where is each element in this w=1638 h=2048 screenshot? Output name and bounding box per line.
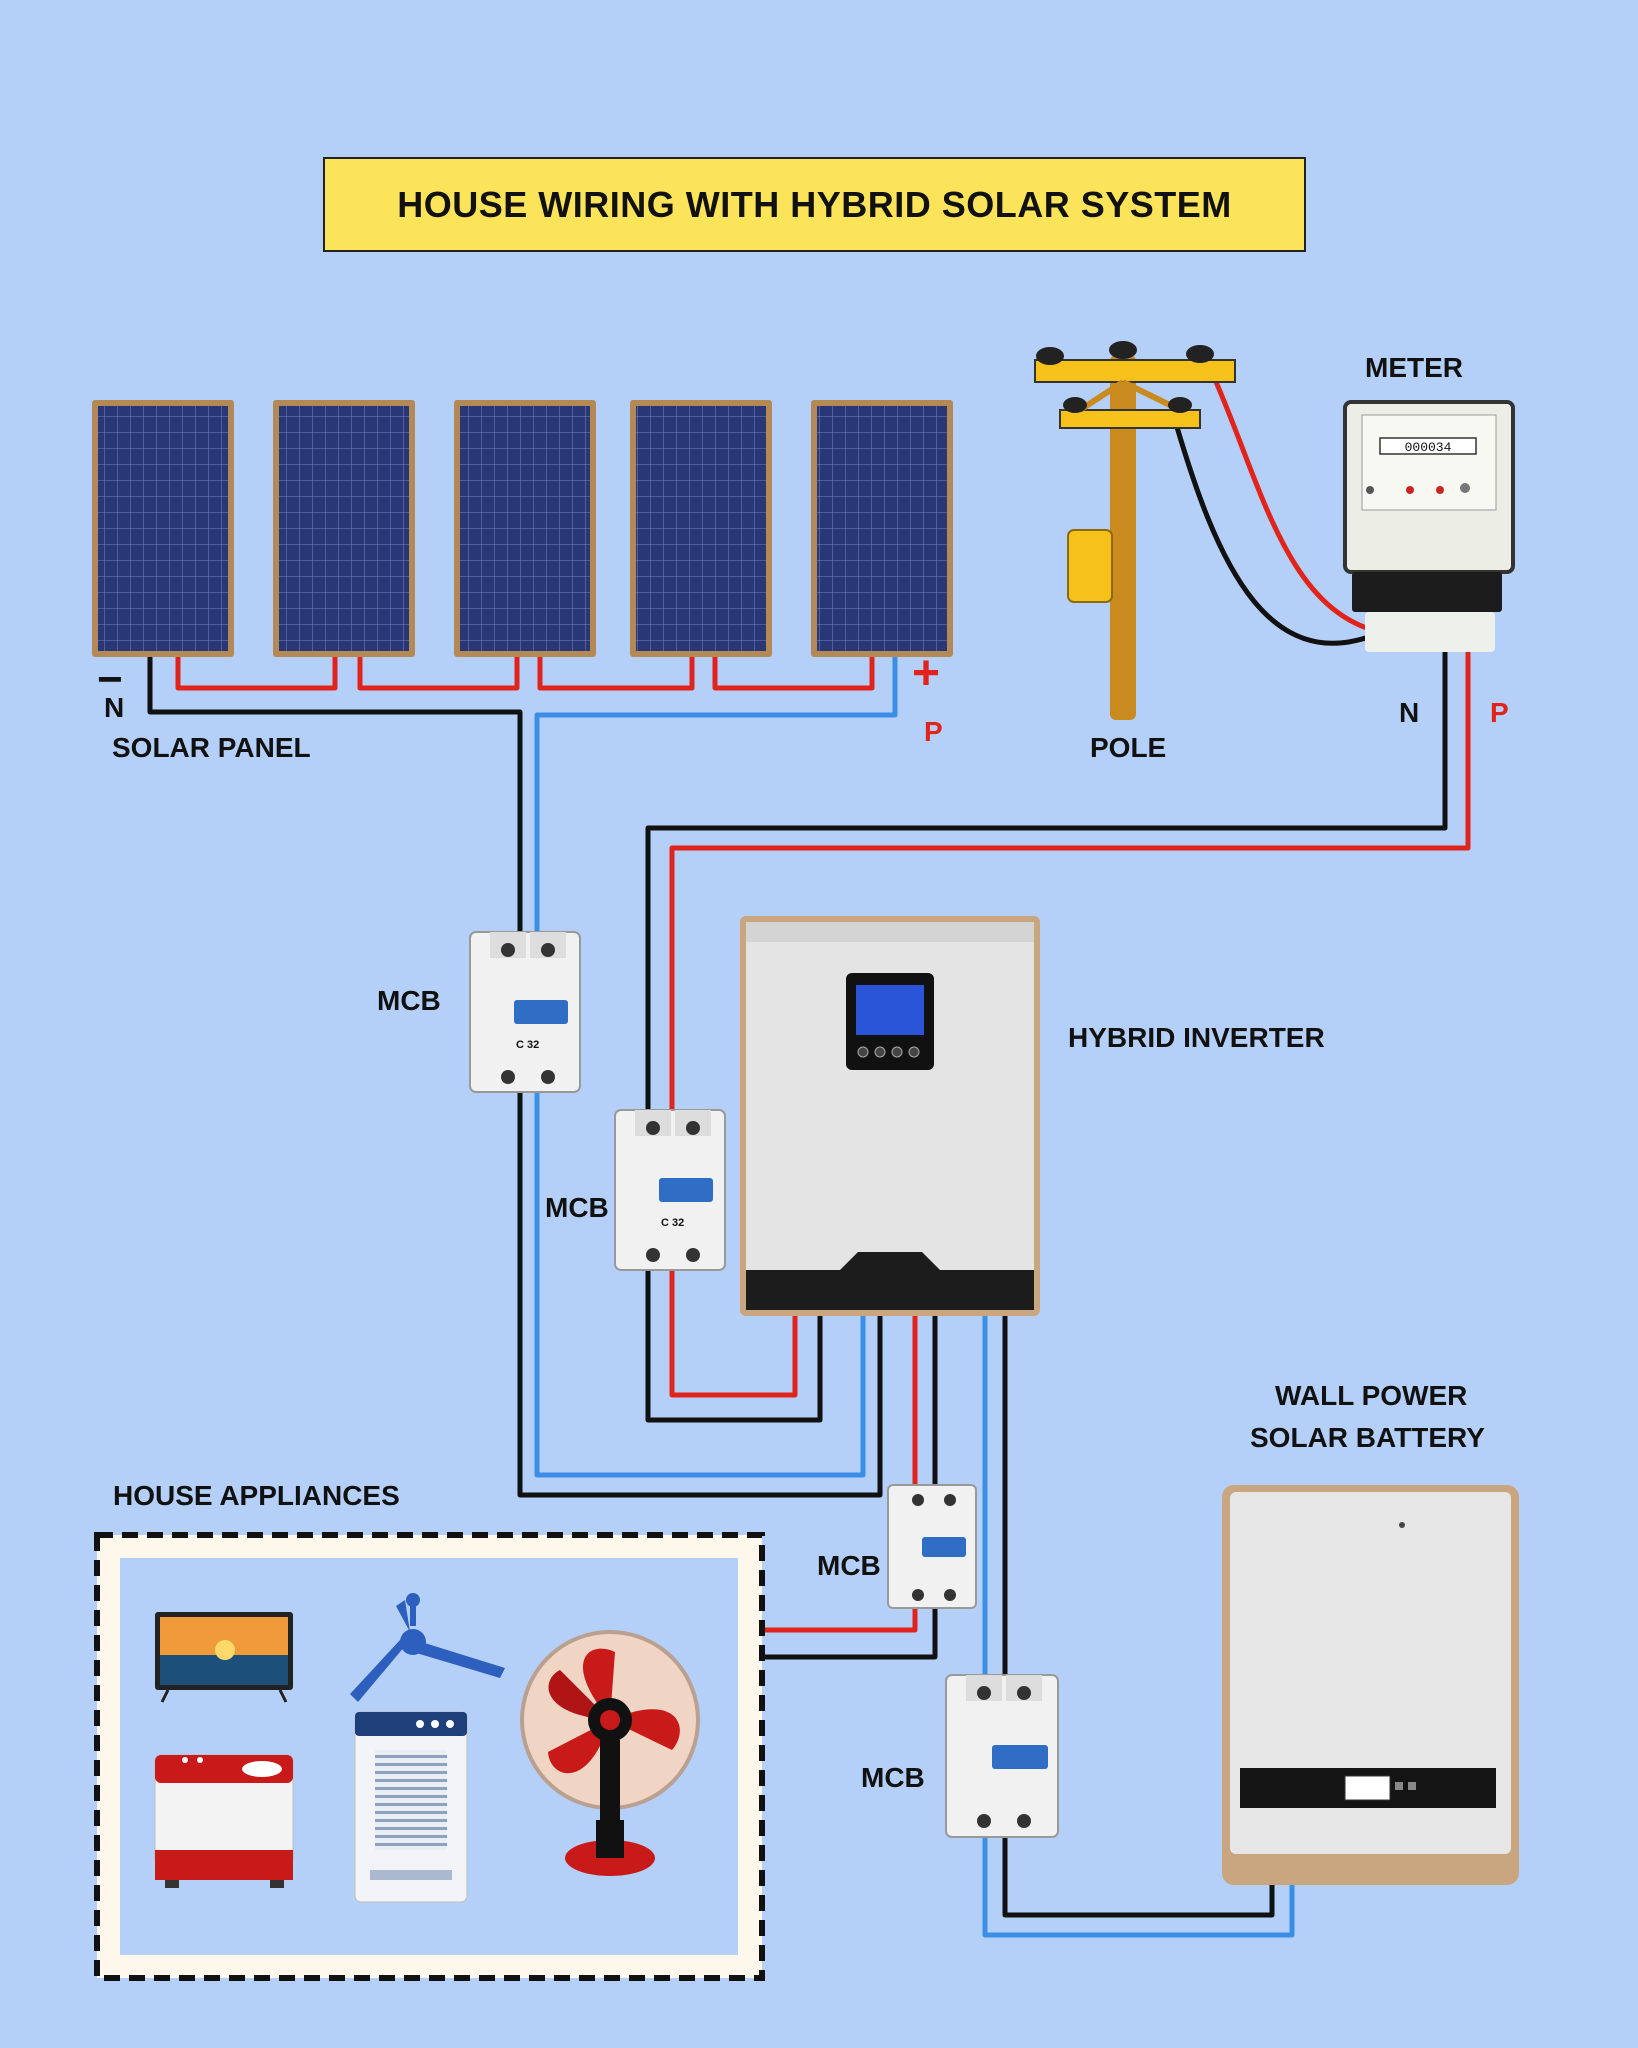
wall-battery: [1222, 1485, 1519, 1885]
panel-negative-wire: [147, 655, 883, 1498]
svg-text:C 32: C 32: [661, 1217, 684, 1229]
panel-negative-sign: −: [97, 655, 123, 704]
ceiling-fan-icon: [350, 1593, 505, 1702]
mcb-label-3: MCB: [817, 1550, 881, 1581]
load-phase-wire: [763, 1312, 918, 1633]
svg-text:000034: 000034: [1405, 440, 1452, 455]
house-appliances-label: HOUSE APPLIANCES: [113, 1480, 400, 1511]
meter-label: METER: [1365, 352, 1463, 383]
panel-series-links: [175, 655, 875, 691]
tv-icon: [155, 1612, 293, 1703]
house-appliances-box: [94, 1532, 765, 1981]
mcb-breaker-4: [945, 1674, 1059, 1838]
panel-positive-sign: +: [912, 647, 941, 700]
hybrid-inverter-label: HYBRID INVERTER: [1068, 1022, 1325, 1053]
battery-label-line2: SOLAR BATTERY: [1250, 1422, 1485, 1453]
panel-p-label: P: [924, 716, 943, 747]
pole-label: POLE: [1090, 732, 1167, 763]
panel-n-label: N: [104, 692, 125, 723]
solar-panel-3: [454, 400, 596, 657]
grid-p-label: P: [1490, 697, 1509, 728]
mcb-label-1: MCB: [377, 985, 441, 1016]
air-cooler-icon: [354, 1711, 468, 1903]
mcb-label-4: MCB: [861, 1762, 925, 1793]
washing-machine-icon: [154, 1754, 294, 1888]
battery-positive-wire: [982, 1312, 1295, 1938]
mcb-breaker-2: C 32: [614, 1109, 726, 1271]
battery-label-line1: WALL POWER: [1275, 1380, 1468, 1411]
table-fan-icon: [520, 1630, 700, 1876]
utility-pole-icon: [1034, 341, 1236, 720]
load-neutral-wire: [763, 1312, 938, 1660]
solar-panel-array: [92, 400, 953, 657]
hybrid-inverter: [740, 916, 1040, 1316]
mcb-label-2: MCB: [545, 1192, 609, 1223]
title-banner: HOUSE WIRING WITH HYBRID SOLAR SYSTEM: [323, 157, 1306, 252]
solar-panel-label: SOLAR PANEL: [112, 732, 311, 763]
page-title: HOUSE WIRING WITH HYBRID SOLAR SYSTEM: [397, 183, 1232, 225]
solar-panel-2: [273, 400, 415, 657]
inverter-lcd-screen: [856, 985, 924, 1035]
mcb-breaker-1: C 32: [469, 931, 581, 1093]
mcb-breaker-3: [887, 1484, 977, 1609]
solar-panel-1: [92, 400, 234, 657]
pole-phase-wire: [1210, 373, 1381, 635]
panel-positive-wire: [534, 655, 898, 1478]
pole-neutral-wire: [1169, 409, 1407, 646]
energy-meter-icon: 000034: [1343, 400, 1515, 652]
svg-text:C 32: C 32: [516, 1039, 539, 1051]
solar-panel-5: [811, 400, 953, 657]
solar-panel-4: [630, 400, 772, 657]
grid-n-label: N: [1399, 697, 1420, 728]
